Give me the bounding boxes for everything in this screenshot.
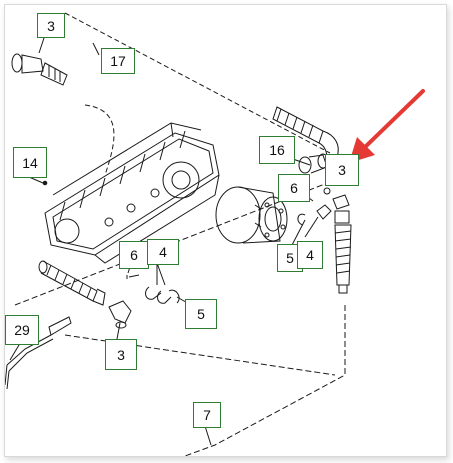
- callout-14: 14: [13, 147, 47, 178]
- outer-boundary: [14, 179, 346, 456]
- fitting-16: [298, 153, 329, 174]
- callout-4-right: 4: [297, 241, 323, 269]
- diagram-frame: 3 17 14 16 3 6 5 4 6 4 5 29 3 7: [4, 4, 447, 457]
- elbow-fitting-top-left: [11, 53, 68, 86]
- callout-4-left: 4: [147, 239, 179, 265]
- callout-6-left: 6: [119, 241, 149, 269]
- subassembly-boundary: [64, 12, 331, 176]
- small-fittings-right: [297, 187, 350, 226]
- elbow-fitting-bottom: [108, 300, 132, 329]
- bracket-29: [5, 316, 72, 390]
- callout-7: 7: [193, 402, 221, 428]
- hydraulic-hose-lower: [38, 260, 106, 306]
- hydraulic-hose-vertical: [334, 210, 352, 294]
- callout-5-left: 5: [185, 299, 217, 329]
- callout-29: 29: [5, 315, 39, 345]
- exploded-parts-drawing: [5, 12, 425, 456]
- final-drive-motor: [215, 186, 288, 244]
- callout-6-right: 6: [278, 174, 310, 202]
- pointer-dot-14: [42, 180, 48, 186]
- callout-3-bottom: 3: [105, 339, 137, 370]
- highlight-arrow: [349, 89, 425, 163]
- callout-17: 17: [101, 48, 135, 74]
- track-assembly: [44, 122, 220, 264]
- bolts-and-clamps-left: [126, 274, 180, 304]
- callout-3-top-left: 3: [37, 13, 65, 38]
- callout-16: 16: [259, 136, 295, 164]
- callout-3-right: 3: [325, 154, 359, 186]
